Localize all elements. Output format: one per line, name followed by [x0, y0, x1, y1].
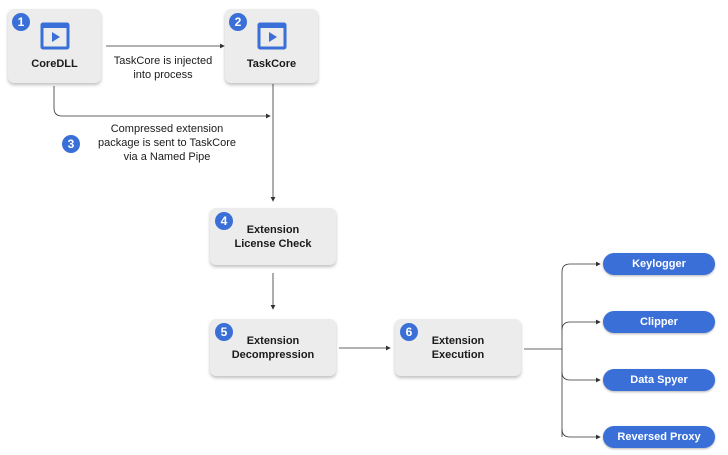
execution-line-2: Execution [431, 348, 485, 361]
named-pipe-note-line-2: package is sent to TaskCore [98, 137, 236, 149]
injection-note-line-2: into process [133, 69, 193, 81]
application-window-icon [40, 22, 69, 50]
step-badge-4: 4 [215, 212, 233, 230]
step-badge-5: 5 [215, 323, 233, 341]
license-check-line-2: License Check [234, 237, 312, 250]
decompression-line-1: Extension [246, 334, 300, 347]
module-reversed-proxy: Reversed Proxy [603, 426, 715, 448]
injection-note-line-1: TaskCore is injected [113, 55, 213, 67]
step-badge-2: 2 [229, 13, 247, 31]
named-pipe-note-line-1: Compressed extension [110, 123, 224, 135]
application-window-icon [257, 22, 286, 50]
decompression-line-2: Decompression [231, 348, 315, 361]
module-keylogger: Keylogger [603, 253, 715, 275]
execution-line-1: Extension [431, 334, 485, 347]
step-badge-1: 1 [12, 13, 30, 31]
injection-note: TaskCore is injected into process [100, 54, 226, 82]
step-badge-3: 3 [62, 135, 80, 153]
named-pipe-note-line-3: via a Named Pipe [123, 151, 211, 163]
named-pipe-note: Compressed extension package is sent to … [92, 122, 242, 164]
taskcore-label: TaskCore [246, 58, 297, 70]
module-data-spyer: Data Spyer [603, 369, 715, 391]
license-check-line-1: Extension [246, 223, 300, 236]
module-clipper: Clipper [603, 311, 715, 333]
step-badge-6: 6 [400, 323, 418, 341]
coredll-label: CoreDLL [31, 58, 78, 70]
